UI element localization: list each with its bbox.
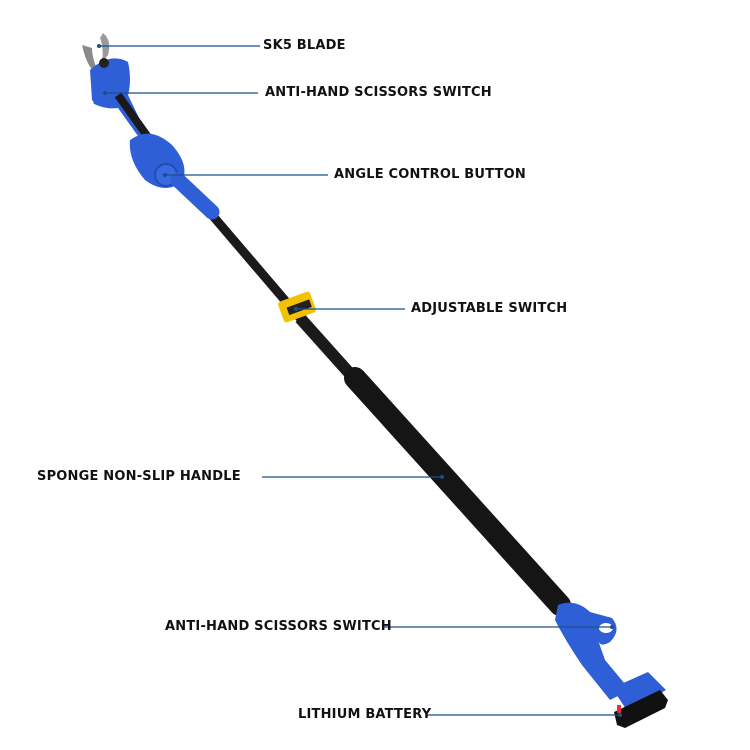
bottom-handle xyxy=(555,602,668,728)
cutter-head xyxy=(82,33,220,220)
sponge-handle xyxy=(344,367,571,616)
label-sk5-blade: SK5 BLADE xyxy=(263,38,346,53)
label-top-anti-hand-switch: ANTI-HAND SCISSORS SWITCH xyxy=(265,85,492,100)
label-angle-control-button: ANGLE CONTROL BUTTON xyxy=(334,167,526,182)
label-bottom-anti-hand-switch: ANTI-HAND SCISSORS SWITCH xyxy=(165,619,392,634)
label-lithium-battery: LITHIUM BATTERY xyxy=(298,707,432,722)
label-adjustable-switch: ADJUSTABLE SWITCH xyxy=(411,301,568,316)
label-sponge-handle: SPONGE NON-SLIP HANDLE xyxy=(37,469,241,484)
leader-lines xyxy=(99,45,620,716)
adjustable-switch xyxy=(278,291,316,323)
